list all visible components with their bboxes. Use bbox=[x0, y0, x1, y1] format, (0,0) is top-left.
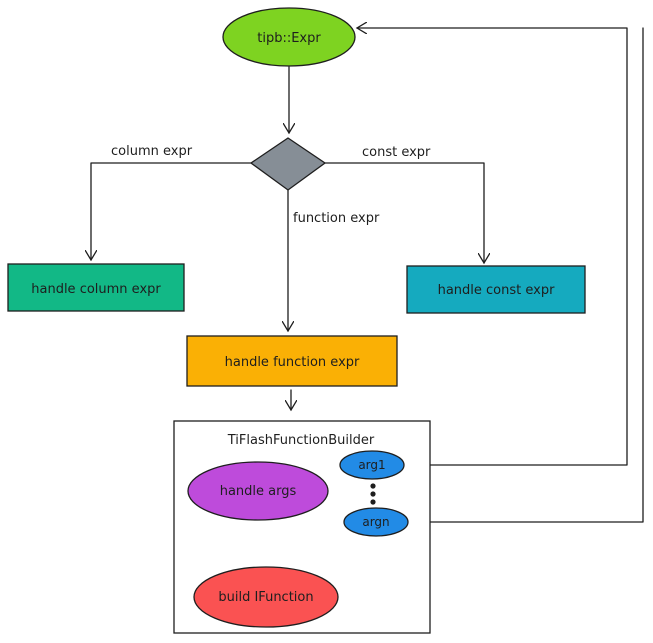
node-args-shape bbox=[187, 461, 329, 521]
edge-decision-to-column bbox=[91, 162, 252, 260]
node-column-shape bbox=[7, 263, 185, 312]
edge-label-column-expr: column expr bbox=[111, 144, 193, 159]
node-args-label: handle args bbox=[220, 484, 297, 499]
node-const-shape bbox=[406, 265, 586, 314]
node-build-label: build IFunction bbox=[218, 590, 313, 605]
edge-arg1-loop bbox=[357, 28, 628, 466]
node-function-label: handle function expr bbox=[225, 355, 360, 370]
node-build: build IFunction bbox=[193, 566, 339, 628]
ellipsis-dot bbox=[370, 491, 376, 497]
node-argn-shape bbox=[343, 507, 409, 537]
ellipsis-dots bbox=[370, 483, 376, 505]
node-decision bbox=[249, 137, 327, 191]
node-const: handle const expr bbox=[406, 265, 586, 314]
node-column-label: handle column expr bbox=[31, 282, 161, 297]
node-function: handle function expr bbox=[186, 335, 398, 387]
node-const-label: handle const expr bbox=[438, 283, 555, 298]
node-builder-label: TiFlashFunctionBuilder bbox=[227, 433, 375, 448]
node-argn: argn bbox=[343, 507, 409, 537]
ellipsis-dot bbox=[370, 499, 376, 505]
node-start-shape bbox=[222, 7, 356, 67]
edge-label-const-expr: const expr bbox=[362, 145, 431, 160]
node-function-shape bbox=[186, 335, 398, 387]
node-build-shape bbox=[193, 566, 339, 628]
node-argn-label: argn bbox=[362, 515, 389, 529]
node-arg1-label: arg1 bbox=[358, 458, 385, 472]
node-column: handle column expr bbox=[7, 263, 185, 312]
edge-argn-loop bbox=[407, 27, 644, 523]
node-arg1: arg1 bbox=[339, 450, 405, 480]
node-start-label: tipb::Expr bbox=[257, 31, 321, 46]
node-args: handle args bbox=[187, 461, 329, 521]
edge-decision-to-const bbox=[324, 162, 484, 263]
node-decision-shape bbox=[249, 137, 327, 191]
ellipsis-dot bbox=[370, 483, 376, 489]
node-start: tipb::Expr bbox=[222, 7, 356, 67]
edge-label-function-expr: function expr bbox=[293, 211, 380, 226]
node-arg1-shape bbox=[339, 450, 405, 480]
